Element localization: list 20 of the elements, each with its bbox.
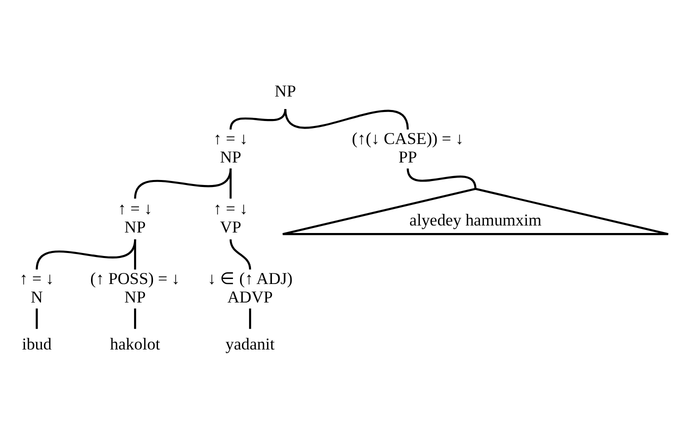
node-text: ↑ = ↓ VP	[213, 198, 248, 236]
connector	[230, 239, 252, 270]
node-text: (↑(↓ CASE)) = ↓ PP	[352, 128, 464, 166]
node-text: (↑ POSS) = ↓ NP	[90, 268, 180, 306]
connector	[134, 308, 136, 329]
connector	[249, 308, 252, 329]
connector	[134, 239, 136, 270]
node-text: hakolot	[110, 334, 160, 354]
connector	[284, 108, 409, 130]
connector	[230, 168, 232, 199]
node-text: NP	[274, 81, 296, 100]
node-text: ↑ = ↓ NP	[118, 198, 152, 236]
connector	[36, 308, 38, 329]
connector	[36, 239, 136, 270]
node-text: ↑ = ↓ N	[20, 268, 54, 306]
node-text: ↑ = ↓ NP	[213, 128, 248, 166]
node-text: ↓ ∈ (↑ ADJ) ADVP	[208, 268, 293, 306]
connector	[134, 168, 232, 199]
node-text: ibud	[22, 334, 52, 354]
node-text: yadanit	[226, 334, 275, 354]
